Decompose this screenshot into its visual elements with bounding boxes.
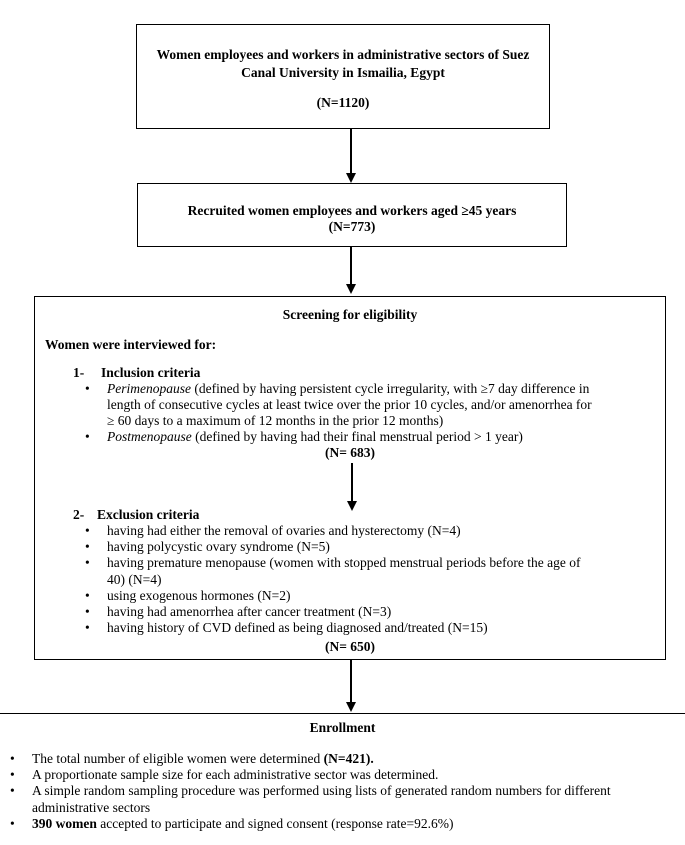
exclusion-item: using exogenous hormones (N=2) [81, 588, 671, 604]
exclusion-item: having premature menopause (women with s… [81, 555, 671, 587]
population-count: (N=1120) [316, 95, 370, 110]
enrollment-item: The total number of eligible women were … [6, 751, 681, 767]
enrollment-list: The total number of eligible women were … [6, 751, 681, 832]
enrollment-item: A proportionate sample size for each adm… [6, 767, 681, 783]
inclusion-number: 1- [73, 365, 85, 380]
enrollment-item: A simple random sampling procedure was p… [6, 783, 681, 815]
inclusion-item-text: ≥ 60 days to a maximum of 12 months in t… [107, 413, 444, 428]
exclusion-item-text: having premature menopause (women with s… [107, 555, 581, 571]
population-box: Women employees and workers in administr… [136, 24, 550, 129]
inclusion-item-text: length of consecutive cycles at least tw… [107, 397, 592, 412]
population-line-1: Women employees and workers in administr… [156, 47, 530, 62]
exclusion-item-text: 40) (N=4) [107, 571, 162, 587]
enrollment-item-text: administrative sectors [32, 799, 151, 815]
enrollment-item-text: A simple random sampling procedure was p… [32, 783, 611, 799]
inclusion-heading: Inclusion criteria [101, 365, 201, 380]
recruited-line-1: Recruited women employees and workers ag… [187, 203, 517, 218]
inclusion-item-text: (defined by having persistent cycle irre… [190, 381, 590, 396]
screening-title: Screening for eligibility [282, 307, 418, 322]
enrollment-item: 390 women accepted to participate and si… [6, 816, 681, 832]
exclusion-item: having history of CVD defined as being d… [81, 620, 671, 636]
enrollment-divider [0, 713, 685, 714]
enrollment-item-bold: 390 women [32, 815, 97, 831]
inclusion-item-text: (defined by having had their final menst… [191, 429, 523, 444]
exclusion-item: having polycystic ovary syndrome (N=5) [81, 539, 671, 555]
screening-intro: Women were interviewed for: [45, 337, 217, 352]
inclusion-item-postmenopause: Postmenopause (defined by having had the… [81, 429, 671, 445]
enrollment-item-bold: (N=421). [323, 751, 374, 766]
exclusion-count: (N= 650) [324, 639, 376, 654]
exclusion-number: 2- [73, 507, 85, 522]
inclusion-term: Perimenopause [107, 381, 191, 396]
enrollment-item-text: The total number of eligible women were … [32, 751, 324, 766]
recruited-count: (N=773) [328, 219, 376, 234]
exclusion-heading: Exclusion criteria [97, 507, 200, 522]
inclusion-item-perimenopause: Perimenopause (defined by having persist… [81, 381, 671, 429]
inclusion-count: (N= 683) [324, 445, 376, 460]
population-line-2: Canal University in Ismailia, Egypt [241, 65, 445, 80]
exclusion-item: having had either the removal of ovaries… [81, 523, 671, 539]
recruited-box: Recruited women employees and workers ag… [137, 183, 567, 247]
exclusion-list: having had either the removal of ovaries… [81, 523, 671, 637]
enrollment-item-text: accepted to participate and signed conse… [96, 815, 454, 831]
inclusion-list: Perimenopause (defined by having persist… [81, 381, 671, 445]
exclusion-item: having had amenorrhea after cancer treat… [81, 604, 671, 620]
enrollment-title: Enrollment [309, 720, 376, 735]
inclusion-term: Postmenopause [107, 429, 192, 444]
screening-box: Screening for eligibility Women were int… [34, 296, 666, 660]
